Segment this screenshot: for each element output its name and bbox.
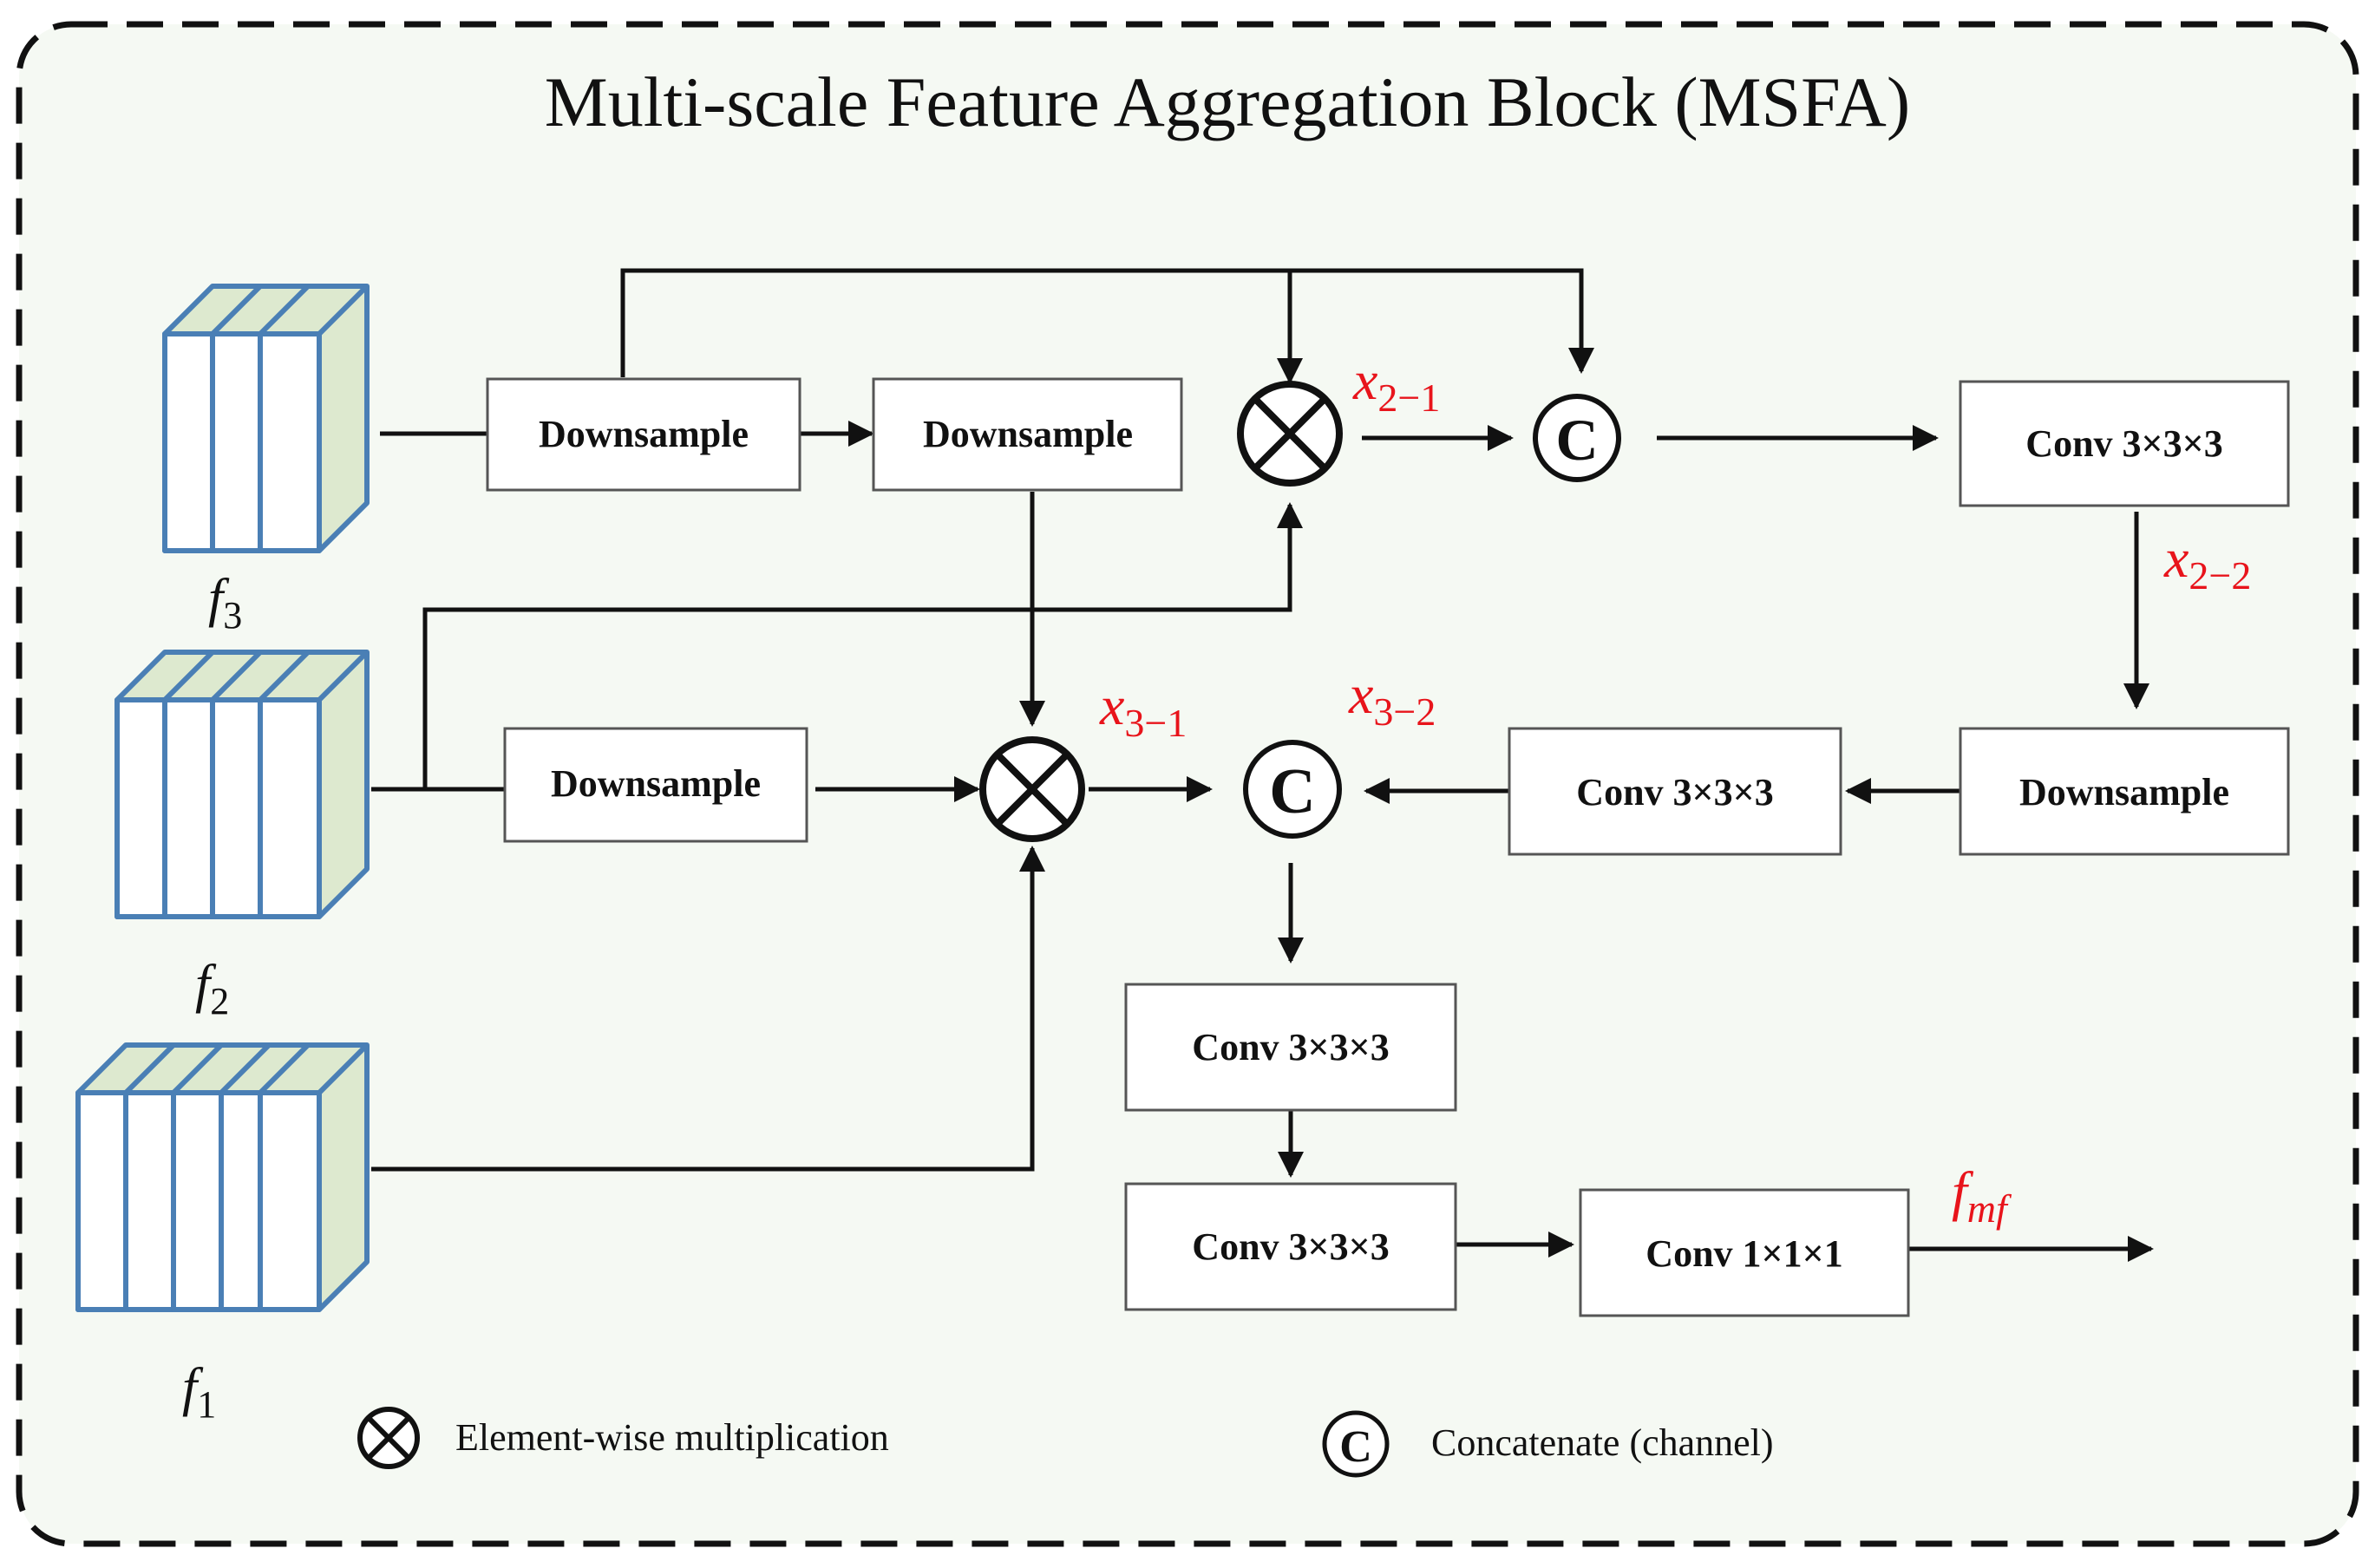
svg-text:C: C [1555,407,1598,473]
concat-node-mid: C [1243,740,1342,839]
edge-top-bypass-to-concat [620,268,1594,377]
svg-text:C: C [1269,756,1315,827]
svg-text:C: C [1339,1422,1372,1472]
svg-text:Downsample: Downsample [539,413,749,455]
svg-text:Conv 3×3×3: Conv 3×3×3 [1576,771,1773,813]
svg-text:Downsample: Downsample [551,762,761,805]
downsample-block-1: Downsample [486,377,801,492]
conv-out-block: Conv 1×1×1 [1579,1188,1910,1317]
downsample-block-4: Downsample [1959,727,2290,856]
svg-text:Downsample: Downsample [923,413,1133,455]
edge-f1-to-mult-low [371,846,1045,1172]
svg-text:Conv 1×1×1: Conv 1×1×1 [1645,1232,1842,1275]
conv-low-block-1: Conv 3×3×3 [1124,983,1457,1112]
downsample-block-3: Downsample [503,727,808,843]
multiply-node-low [979,736,1085,842]
downsample-block-2: Downsample [872,377,1183,492]
label-f3: f3 [208,569,242,637]
label-x3-2: x3−2 [1348,663,1436,734]
svg-text:Conv 3×3×3: Conv 3×3×3 [2025,422,2222,465]
label-f2: f2 [195,955,229,1022]
feature-stack-f1 [78,1045,367,1310]
page-title: Multi-scale Feature Aggregation Block (M… [545,62,1910,141]
label-f1: f1 [182,1358,216,1426]
concat-node-top: C [1533,394,1621,482]
svg-text:Conv 3×3×3: Conv 3×3×3 [1192,1225,1389,1268]
conv-low-block-2: Conv 3×3×3 [1124,1182,1457,1311]
label-x3-1: x3−1 [1099,675,1187,745]
legend-multiply-label: Element-wise multiplication [455,1416,889,1459]
svg-text:Downsample: Downsample [2019,771,2229,813]
label-x2-1: x2−1 [1352,350,1440,420]
conv-mid-block: Conv 3×3×3 [1508,727,1842,856]
legend-concat-label: Concatenate (channel) [1431,1421,1774,1464]
legend-concat-icon: C [1322,1410,1390,1478]
feature-stack-f3 [165,286,367,551]
svg-text:Conv 3×3×3: Conv 3×3×3 [1192,1026,1389,1068]
multiply-node-top [1237,381,1343,487]
legend-multiply-icon [357,1407,420,1469]
label-x2-2: x2−2 [2163,527,2251,598]
edge-f2-to-mult-top [422,502,1303,789]
conv-top-block: Conv 3×3×3 [1959,380,2290,507]
label-fmf: fmf [1952,1160,2012,1231]
feature-stack-f2 [117,652,367,917]
